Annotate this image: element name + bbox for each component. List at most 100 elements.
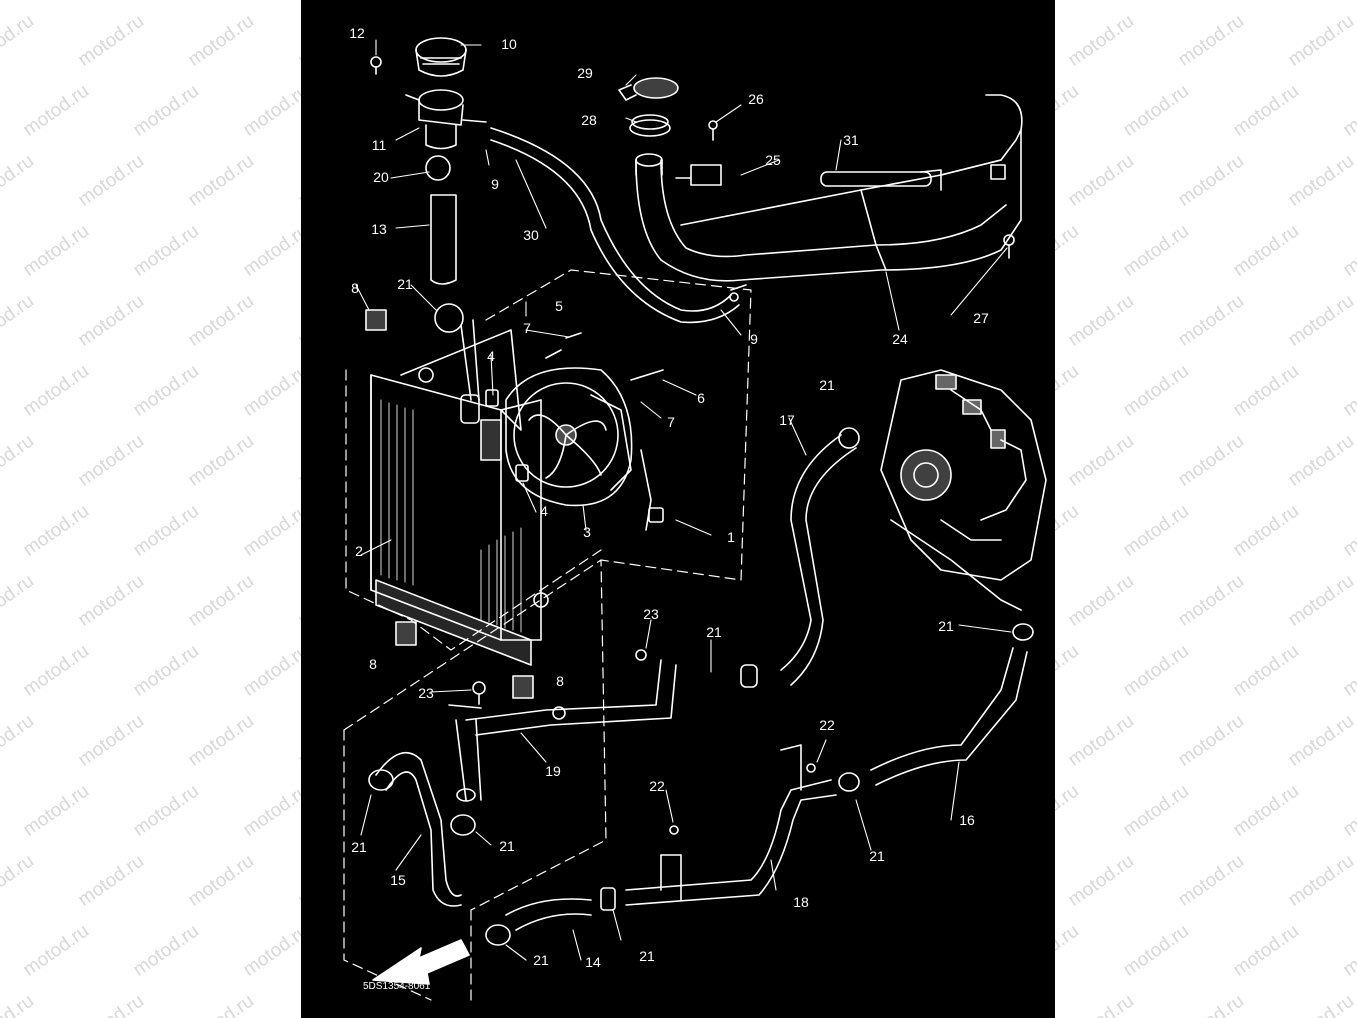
callout-29: 29 — [577, 65, 593, 81]
watermark-text: motod.ru — [1284, 710, 1357, 771]
watermark-text: motod.ru — [1339, 220, 1357, 281]
callout-6: 6 — [697, 390, 705, 406]
radiator — [370, 329, 549, 666]
watermark-text: motod.ru — [74, 430, 148, 491]
watermark-text: motod.ru — [1284, 850, 1357, 911]
pipe-19 — [448, 659, 677, 802]
watermark-text: motod.ru — [1229, 220, 1303, 281]
callout-21-h: 21 — [533, 952, 549, 968]
watermark-text: motod.ru — [184, 10, 258, 71]
watermark-text: motod.ru — [1119, 920, 1193, 981]
watermark-text: motod.ru — [19, 640, 93, 701]
watermark-text: motod.ru — [19, 920, 93, 981]
callout-4-lower: 4 — [540, 503, 548, 519]
parts-diagram-panel: 1 2 3 4 4 5 6 7 7 8 8 8 9 9 10 11 12 13 … — [301, 0, 1055, 1018]
watermark-text: motod.ru — [74, 10, 148, 71]
watermark-text: motod.ru — [1064, 850, 1138, 911]
watermark-text: motod.ru — [1284, 290, 1357, 351]
watermark-text: motod.ru — [129, 780, 203, 841]
callout-24: 24 — [892, 331, 908, 347]
watermark-text: motod.ru — [19, 500, 93, 561]
callout-10: 10 — [501, 36, 517, 52]
overflow-hose — [490, 127, 740, 324]
watermark-text: motod.ru — [1119, 640, 1193, 701]
watermark-text: motod.ru — [1064, 150, 1138, 211]
callout-2: 2 — [355, 543, 363, 559]
watermark-text: motod.ru — [184, 570, 258, 631]
watermark-text: motod.ru — [184, 990, 258, 1018]
watermark-text: motod.ru — [74, 290, 148, 351]
filler-neck-assembly — [370, 37, 487, 401]
watermark-text: motod.ru — [1119, 780, 1193, 841]
watermark-text: motod.ru — [1284, 570, 1357, 631]
watermark-text: motod.ru — [1119, 220, 1193, 281]
cooling-system-drawing — [343, 37, 1047, 1001]
watermark-text: motod.ru — [0, 990, 38, 1018]
watermark-text: motod.ru — [1174, 850, 1248, 911]
callout-3: 3 — [583, 524, 591, 540]
watermark-text: motod.ru — [1284, 10, 1357, 71]
watermark-text: motod.ru — [19, 80, 93, 141]
watermark-text: motod.ru — [1339, 920, 1357, 981]
watermark-text: motod.ru — [184, 150, 258, 211]
callout-21-d: 21 — [706, 624, 722, 640]
hose-15 — [368, 751, 476, 907]
watermark-text: motod.ru — [184, 850, 258, 911]
callout-11: 11 — [371, 137, 387, 153]
watermark-text: motod.ru — [0, 570, 38, 631]
watermark-text: motod.ru — [129, 500, 203, 561]
watermark-text: motod.ru — [1174, 570, 1248, 631]
watermark-text: motod.ru — [1174, 150, 1248, 211]
watermark-text: motod.ru — [1174, 430, 1248, 491]
watermark-text: motod.ru — [1119, 360, 1193, 421]
watermark-text: motod.ru — [19, 220, 93, 281]
watermark-text: motod.ru — [19, 0, 93, 2]
watermark-text: motod.ru — [1229, 500, 1303, 561]
callout-9-upper: 9 — [491, 176, 499, 192]
thermostat-housing — [880, 369, 1047, 611]
callout-21-c: 21 — [938, 618, 954, 634]
watermark-text: motod.ru — [1284, 150, 1357, 211]
callout-17: 17 — [779, 412, 795, 428]
callout-23-b: 23 — [418, 685, 434, 701]
rubber-dampers — [365, 309, 534, 699]
callout-21-b: 21 — [819, 377, 835, 393]
watermark-text: motod.ru — [1174, 990, 1248, 1018]
drawing-code: 5DS1354-8061 — [363, 981, 431, 992]
watermark-text: motod.ru — [19, 780, 93, 841]
callout-7-lower: 7 — [667, 414, 675, 430]
watermark-text: motod.ru — [74, 570, 148, 631]
hose-14-pipe-18 — [485, 649, 837, 946]
callout-19: 19 — [545, 763, 561, 779]
watermark-text: motod.ru — [1339, 780, 1357, 841]
reservoir-tank — [618, 77, 1023, 291]
watermark-text: motod.ru — [1339, 80, 1357, 141]
watermark-text: motod.ru — [1119, 0, 1193, 2]
callout-13: 13 — [371, 221, 387, 237]
watermark-text: motod.ru — [1339, 500, 1357, 561]
watermark-text: motod.ru — [1339, 0, 1357, 2]
watermark-text: motod.ru — [0, 850, 38, 911]
watermark-text: motod.ru — [1064, 10, 1138, 71]
callout-22-a: 22 — [819, 717, 835, 733]
watermark-text: motod.ru — [1229, 360, 1303, 421]
callout-28: 28 — [581, 112, 597, 128]
callout-1: 1 — [727, 529, 735, 545]
watermark-text: motod.ru — [1064, 710, 1138, 771]
watermark-text: motod.ru — [0, 710, 38, 771]
callout-7-upper: 7 — [523, 320, 531, 336]
watermark-text: motod.ru — [74, 850, 148, 911]
watermark-text: motod.ru — [1339, 640, 1357, 701]
watermark-text: motod.ru — [19, 360, 93, 421]
hose-17 — [780, 427, 860, 686]
watermark-text: motod.ru — [129, 640, 203, 701]
watermark-text: motod.ru — [1229, 780, 1303, 841]
watermark-text: motod.ru — [1174, 290, 1248, 351]
callout-26: 26 — [748, 91, 764, 107]
watermark-text: motod.ru — [1174, 710, 1248, 771]
callout-8-left: 8 — [369, 656, 377, 672]
watermark-text: motod.ru — [129, 220, 203, 281]
watermark-text: motod.ru — [74, 990, 148, 1018]
watermark-text: motod.ru — [0, 290, 38, 351]
watermark-text: motod.ru — [184, 710, 258, 771]
